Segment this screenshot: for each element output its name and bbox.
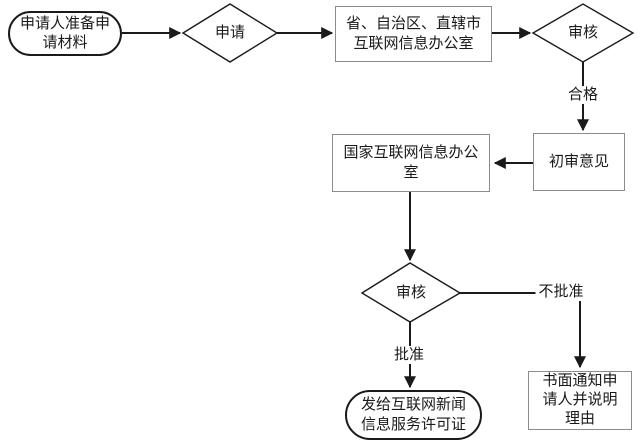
diamond-apply-shape <box>181 3 279 63</box>
edge-label-qualified: 合格 <box>564 86 602 104</box>
node-written-notice: 书面通知申 请人并说明 理由 <box>528 371 632 430</box>
edge-label-not-approved: 不批准 <box>535 283 587 301</box>
node-review-final-label: 审核 <box>395 284 426 301</box>
node-review-first-label: 审核 <box>567 25 598 41</box>
node-start: 申请人准备申 请材料 <box>8 11 122 56</box>
edge-label-approved: 批准 <box>390 346 428 364</box>
node-preliminary-opinion: 初审意见 <box>533 133 625 191</box>
diamond-review-final-shape <box>360 262 462 323</box>
node-apply-label: 申请 <box>214 25 245 41</box>
diamond-review-first-shape <box>531 3 635 63</box>
connector-review-final-to-notice <box>460 292 586 369</box>
node-license: 发给互联网新闻 信息服务许可证 <box>345 390 482 440</box>
node-provincial-office: 省、自治区、直辖市 互联网信息办公室 <box>335 6 492 62</box>
node-state-office: 国家互联网信息办公 室 <box>332 134 490 192</box>
